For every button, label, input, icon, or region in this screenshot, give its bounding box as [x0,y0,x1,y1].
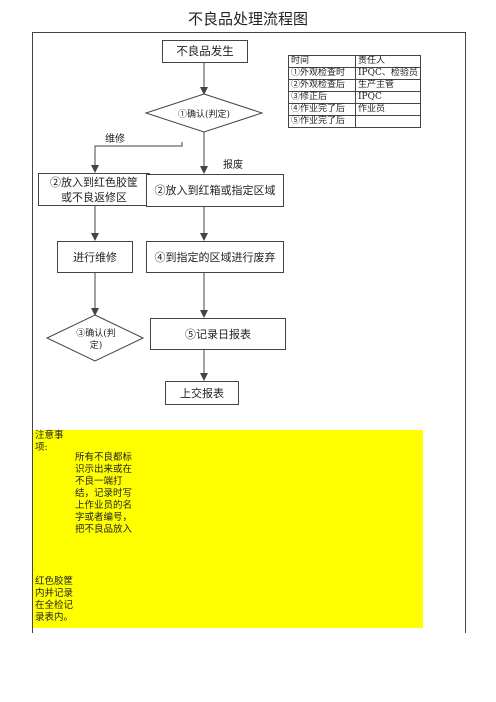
node-record: ⑤记录日报表 [150,318,286,350]
table-cell: ①外观检查时 [288,67,356,80]
table-row: ⑤作业完了后 [288,115,421,128]
table-cell [355,115,421,128]
node-confirm1-label: ①确认(判定) [177,110,231,120]
table-cell: ⑤作业完了后 [288,115,356,128]
notes-tail: 红色胶筐内并记录在全检记录表内。 [35,576,74,623]
confirm1-diamond [144,93,264,133]
table-row: ②外观检查后 生产主管 [288,79,421,92]
table-row: ③修正后 IPQC [288,91,421,104]
table-header-time: 时间 [288,55,356,68]
table-cell: IPQC、检验员 [355,67,421,80]
edge-label-repair: 维修 [105,134,125,145]
table-header-owner: 责任人 [355,55,421,68]
table-row: ①外观检查时 IPQC、检验员 [288,67,421,80]
node-put-red-bin: ②放入到红箱或指定区域 [146,174,284,207]
diagram-frame [32,32,466,633]
table-row: ④作业完了后 作业员 [288,103,421,116]
edge-confirm1-to-red-box [91,142,183,173]
confirm3-diamond [45,314,145,362]
table-cell: 生产主管 [355,79,421,92]
notes-heading: 注意事项: [35,430,64,453]
table-cell: ③修正后 [288,91,356,104]
page-title: 不良品处理流程图 [187,10,308,28]
edge-label-scrap: 报废 [223,160,243,171]
table-cell: 作业员 [355,103,421,116]
table-row: 时间 责任人 [288,55,421,68]
notes-panel: 注意事项: 所有不良都标识示出来或在不良一端打结，记录时写上作业员的名字或者编号… [33,430,423,628]
table-cell: ④作业完了后 [288,103,356,116]
notes-body: 所有不良都标识示出来或在不良一端打结，记录时写上作业员的名字或者编号，把不良品放… [75,452,133,535]
node-submit: 上交报表 [165,381,239,405]
node-put-red-box: ②放入到红色胶筐或不良返修区 [38,173,150,206]
node-start: 不良品发生 [162,40,248,63]
table-cell: IPQC [355,91,421,104]
table-cell: ②外观检查后 [288,79,356,92]
node-repair: 进行维修 [57,241,133,273]
node-confirm3-label: ③确认(判定) [76,329,116,351]
node-scrap: ④到指定的区域进行废弃 [146,241,284,273]
responsibility-table: 时间 责任人 ①外观检查时 IPQC、检验员 ②外观检查后 生产主管 ③修正后 … [288,55,421,128]
